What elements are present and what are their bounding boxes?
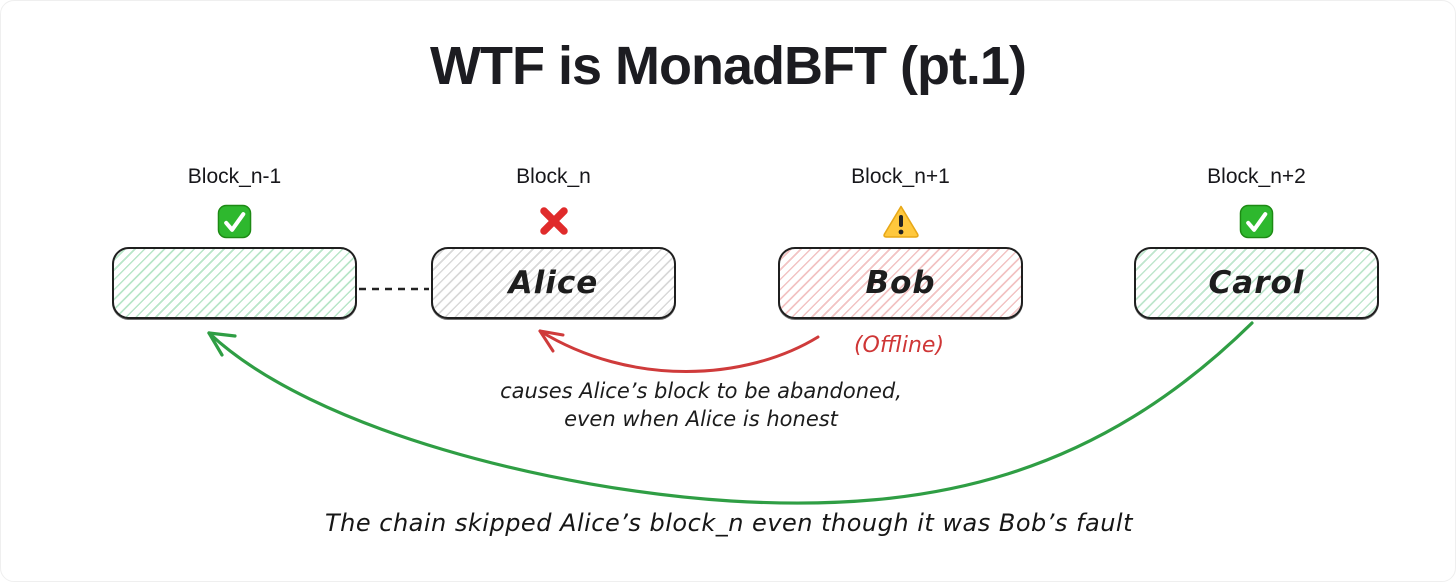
block-label: Block_n-1 xyxy=(187,165,282,188)
block-group-bob: Block_n+1 Bob xyxy=(778,163,1023,319)
block-label: Block_n xyxy=(516,165,591,188)
block-name: Alice xyxy=(508,265,599,301)
block-group-n-1: Block_n-1 xyxy=(112,163,357,319)
check-icon xyxy=(1134,201,1379,241)
block-box-bob[interactable]: Bob xyxy=(778,247,1023,319)
block-box-alice[interactable]: Alice xyxy=(431,247,676,319)
block-group-alice: Block_n Alice xyxy=(431,163,676,319)
cross-icon xyxy=(431,201,676,241)
offline-label: (Offline) xyxy=(853,333,945,358)
warning-icon xyxy=(778,201,1023,241)
block-name: Bob xyxy=(865,265,936,301)
abandoned-annotation: causes Alice’s block to be abandoned, ev… xyxy=(421,377,981,433)
block-label: Block_n+2 xyxy=(1207,165,1306,188)
block-group-carol: Block_n+2 Carol xyxy=(1134,163,1379,319)
abandoned-annotation-line1: causes Alice’s block to be abandoned, xyxy=(500,379,902,403)
bottom-annotation: The chain skipped Alice’s block_n even t… xyxy=(325,509,1133,537)
block-box-carol[interactable]: Carol xyxy=(1134,247,1379,319)
check-icon xyxy=(112,201,357,241)
page-title: WTF is MonadBFT (pt.1) xyxy=(430,36,1027,96)
block-label: Block_n+1 xyxy=(851,165,950,188)
abandoned-annotation-line2: even when Alice is honest xyxy=(564,407,838,431)
block-name: Carol xyxy=(1208,265,1305,301)
block-box-n-1[interactable] xyxy=(112,247,357,319)
red-arrow-bob-to-alice xyxy=(538,329,820,373)
